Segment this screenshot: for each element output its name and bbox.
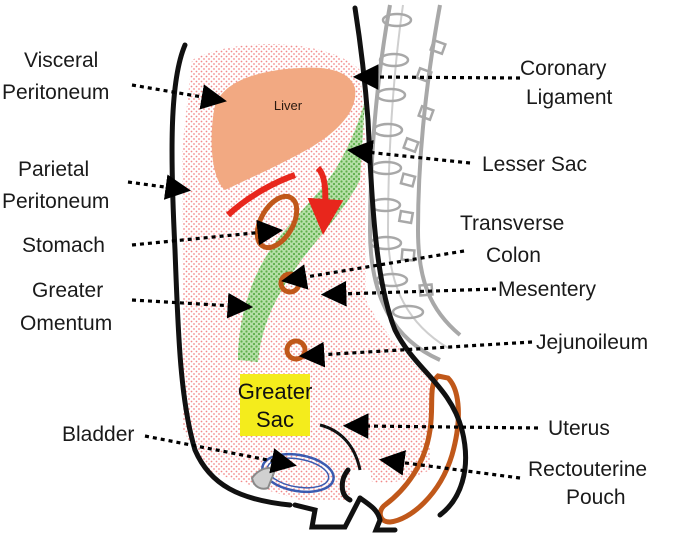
coronary-ligament-label-2: Ligament bbox=[526, 86, 613, 109]
lesser-sac-label: Lesser Sac bbox=[482, 153, 587, 176]
right-callouts: Coronary Ligament Lesser Sac Transverse … bbox=[460, 57, 648, 509]
visceral-peritoneum-label-1: Visceral bbox=[24, 49, 98, 72]
greater-omentum-label-2: Omentum bbox=[20, 312, 112, 335]
parietal-peritoneum-label-1: Parietal bbox=[18, 158, 89, 181]
left-callouts: Visceral Peritoneum Parietal Peritoneum … bbox=[2, 49, 134, 446]
flow-arrow-left bbox=[225, 172, 296, 218]
greater-sac-line1: Greater bbox=[238, 379, 313, 404]
bladder-label: Bladder bbox=[62, 423, 134, 446]
rectouterine-pouch-label-2: Pouch bbox=[566, 486, 626, 509]
liver bbox=[211, 67, 356, 190]
uterus-label: Uterus bbox=[548, 417, 610, 440]
liver-label: Liver bbox=[274, 98, 303, 113]
bladder bbox=[261, 452, 335, 494]
flow-arrow-right bbox=[307, 165, 344, 235]
greater-sac-line2: Sac bbox=[256, 407, 294, 432]
mesentery-label: Mesentery bbox=[498, 278, 597, 301]
transverse-colon-label-1: Transverse bbox=[460, 212, 564, 235]
greater-omentum-region bbox=[238, 100, 365, 362]
pubic-bone bbox=[250, 467, 277, 490]
uterus bbox=[319, 423, 362, 471]
greater-sac-box bbox=[240, 374, 310, 436]
leader-lines bbox=[127, 64, 539, 480]
body-outline bbox=[169, 5, 468, 533]
parietal-peritoneum-label-2: Peritoneum bbox=[2, 190, 109, 213]
stomach bbox=[254, 193, 300, 251]
visceral-peritoneum-label-2: Peritoneum bbox=[2, 81, 109, 104]
rectouterine-pouch-label-1: Rectouterine bbox=[528, 458, 647, 481]
coronary-ligament-label-1: Coronary bbox=[520, 57, 607, 80]
stomach-label: Stomach bbox=[22, 234, 105, 257]
spine bbox=[367, 4, 462, 362]
transverse-colon-label-2: Colon bbox=[486, 244, 541, 267]
greater-omentum-label-1: Greater bbox=[32, 279, 103, 302]
jejunoileum-label: Jejunoileum bbox=[536, 331, 648, 354]
